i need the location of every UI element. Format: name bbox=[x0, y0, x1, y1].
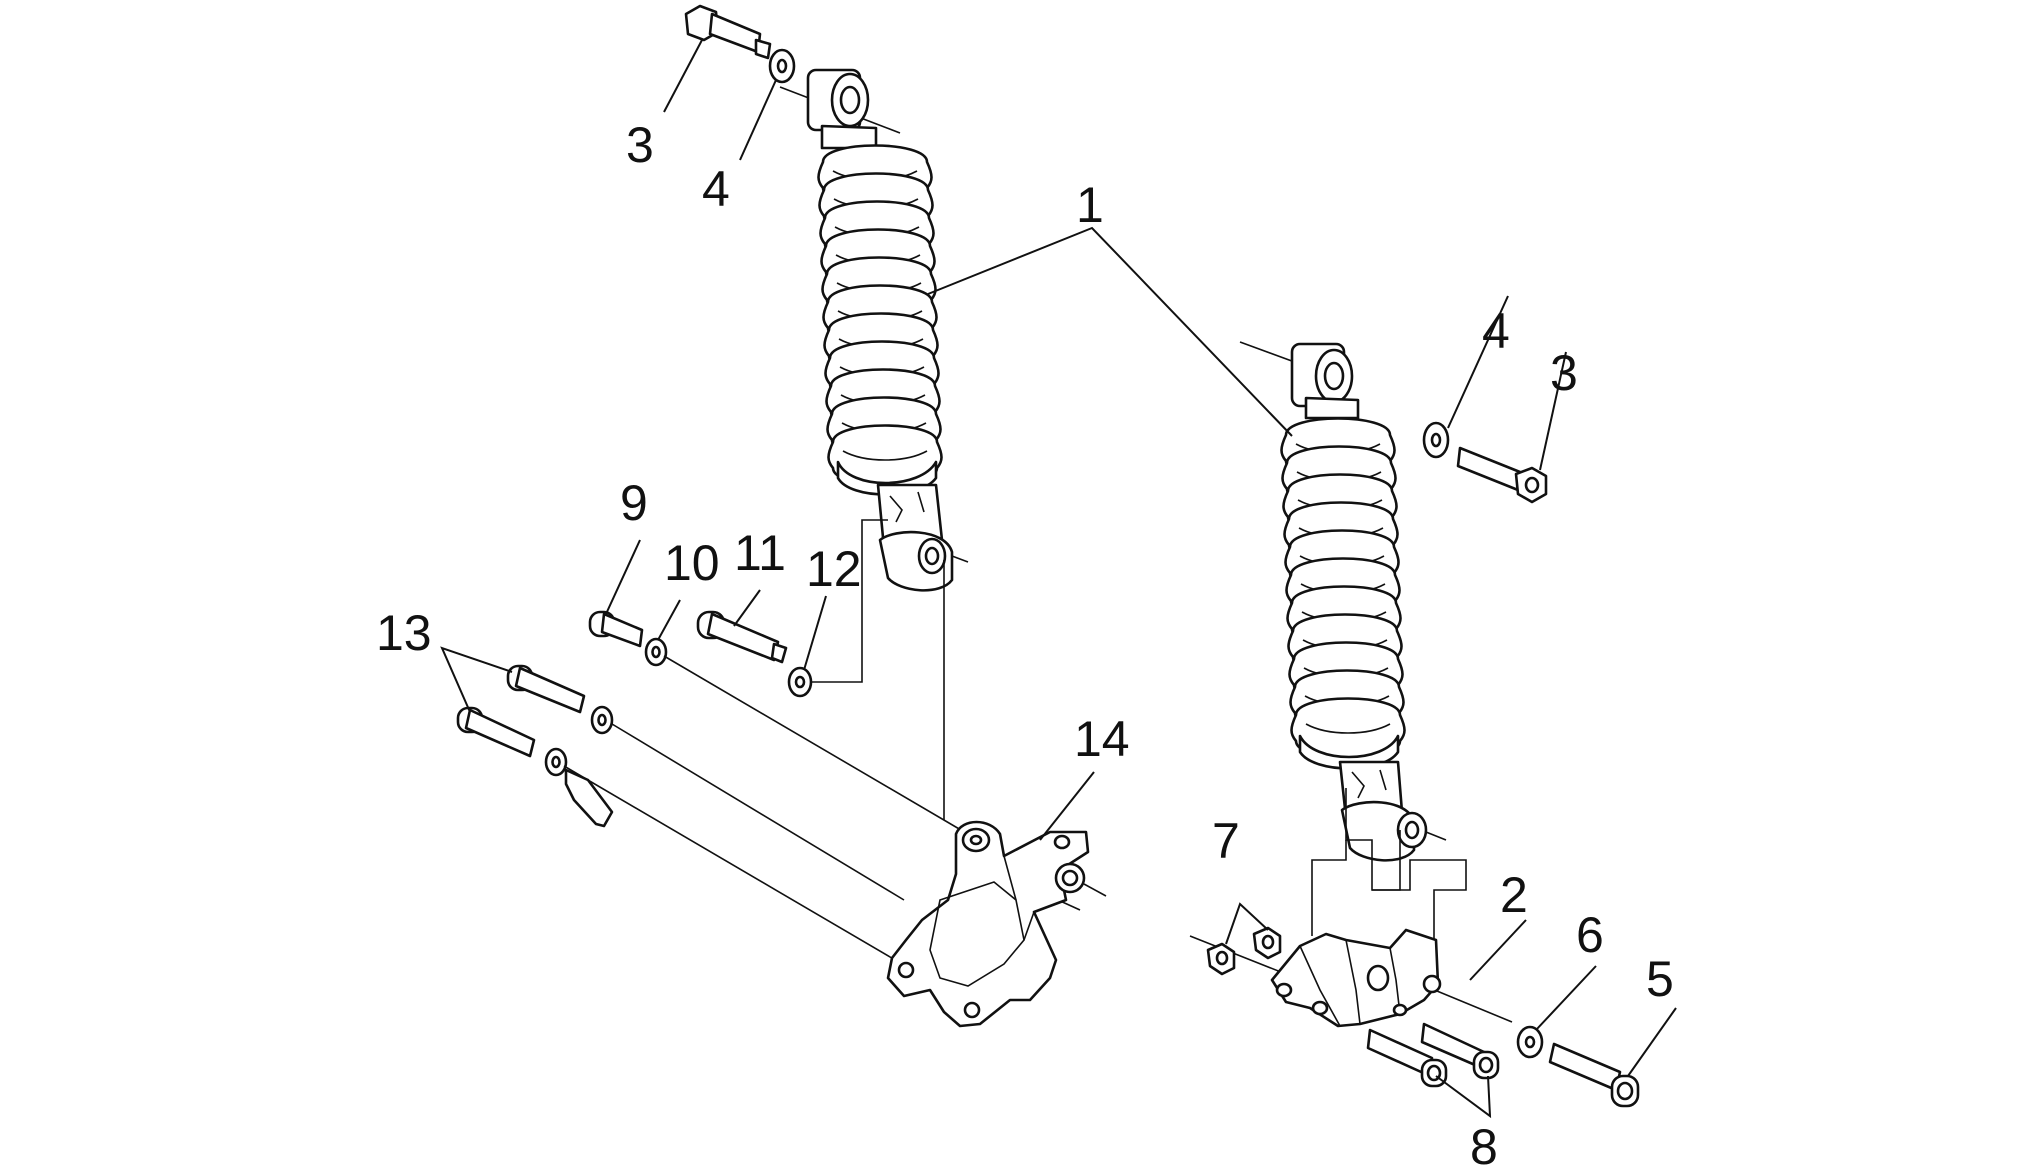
callout-2: 2 bbox=[1500, 867, 1528, 923]
bracket-14 bbox=[886, 820, 1107, 1028]
nut-7-left bbox=[1206, 942, 1236, 976]
callout-1: 1 bbox=[1076, 177, 1104, 233]
small-spacer bbox=[564, 768, 614, 828]
bolt-9 bbox=[588, 610, 644, 648]
callout-7: 7 bbox=[1212, 813, 1240, 869]
right-shock-absorber bbox=[1239, 341, 1447, 862]
callout-14: 14 bbox=[1074, 711, 1130, 767]
callout-13: 13 bbox=[376, 605, 432, 661]
left-assembly-axes bbox=[563, 519, 1081, 965]
callout-3-right: 3 bbox=[1550, 345, 1578, 401]
bolt-13-lower bbox=[456, 706, 536, 758]
bolt-5 bbox=[1548, 1042, 1640, 1108]
washer-12 bbox=[787, 666, 813, 698]
callout-6: 6 bbox=[1576, 907, 1604, 963]
callout-10: 10 bbox=[664, 535, 720, 591]
left-upper-washer bbox=[768, 48, 796, 84]
bolt-13-upper bbox=[506, 664, 586, 714]
callout-5: 5 bbox=[1646, 951, 1674, 1007]
callout-4-left: 4 bbox=[702, 161, 730, 217]
washer-6 bbox=[1516, 1025, 1544, 1059]
right-upper-washer bbox=[1422, 421, 1450, 459]
callout-3-left: 3 bbox=[626, 117, 654, 173]
callout-8: 8 bbox=[1470, 1119, 1498, 1167]
washer-10 bbox=[644, 637, 668, 667]
bolt-8-right bbox=[1420, 1022, 1500, 1080]
nut-7-right bbox=[1252, 926, 1282, 960]
callout-11: 11 bbox=[734, 525, 786, 581]
washer-13-lower bbox=[544, 747, 568, 777]
callout-9: 9 bbox=[620, 475, 648, 531]
callout-12: 12 bbox=[806, 541, 862, 597]
right-upper-bolt bbox=[1456, 446, 1548, 504]
washer-13-upper bbox=[590, 705, 614, 735]
bracket-2 bbox=[1270, 928, 1442, 1028]
bolt-11 bbox=[696, 610, 788, 664]
left-upper-bolt bbox=[684, 4, 772, 60]
leader-lines bbox=[440, 39, 1677, 1119]
left-shock-absorber bbox=[779, 68, 969, 592]
callout-4-right: 4 bbox=[1482, 303, 1510, 359]
